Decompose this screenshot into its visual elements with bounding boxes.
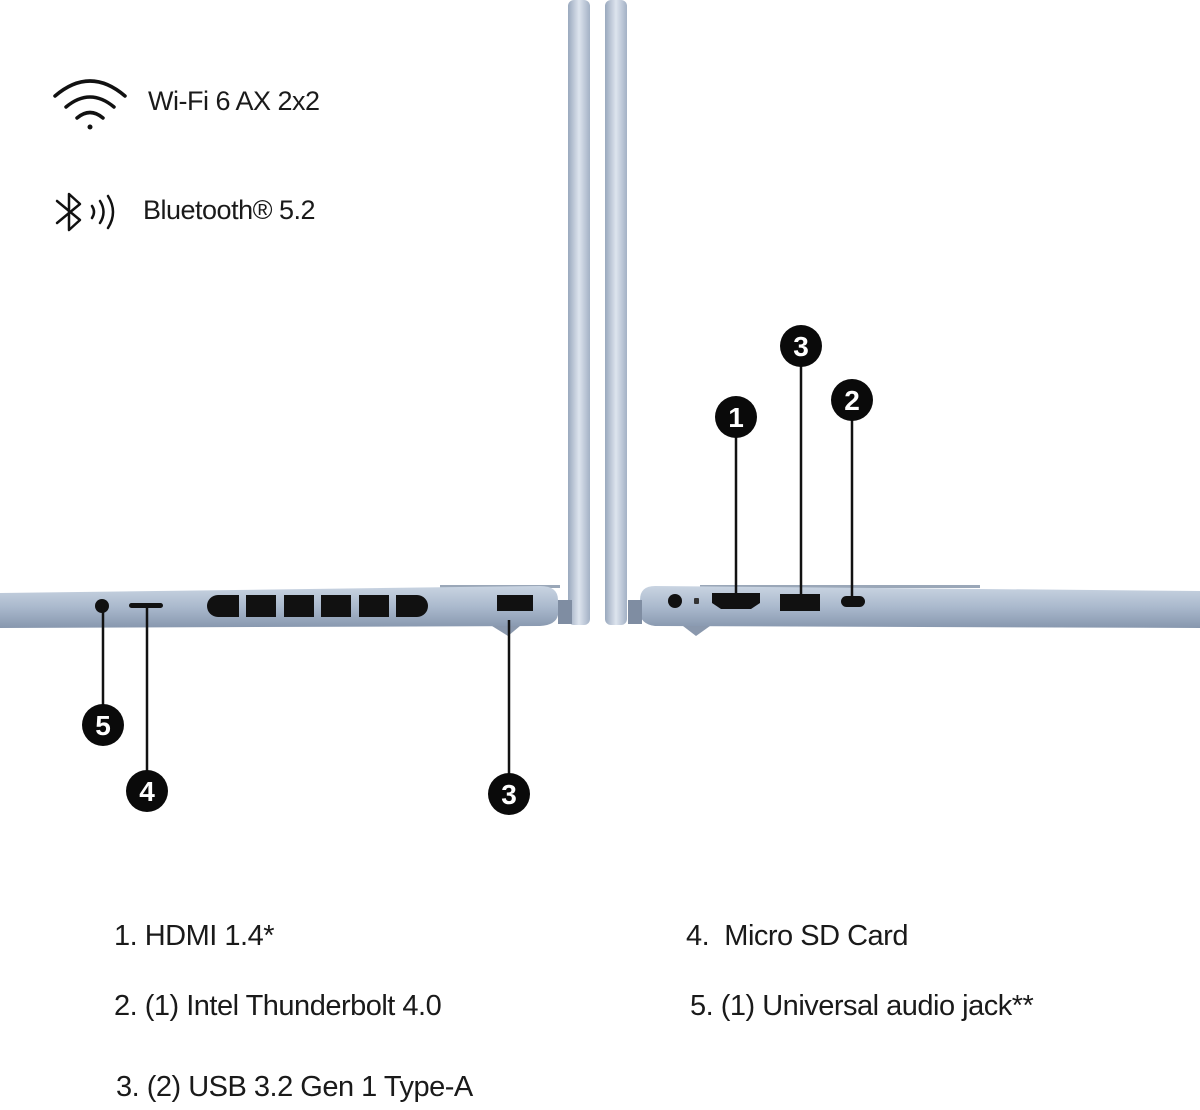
callout-usb-right: 3 — [780, 325, 822, 367]
legend-item-usb: 3. (2) USB 3.2 Gen 1 Type-A — [116, 1071, 473, 1103]
callout-usb-left: 3 — [488, 773, 530, 815]
legend-item-hdmi: 1. HDMI 1.4* — [114, 920, 275, 952]
svg-text:1: 1 — [728, 402, 744, 433]
svg-text:3: 3 — [501, 779, 517, 810]
leader-lines — [101, 346, 854, 794]
left-laptop-side — [0, 0, 590, 636]
callout-audio: 5 — [82, 704, 124, 746]
left-usb-a-port — [497, 595, 533, 611]
micro-sd-slot — [129, 603, 163, 608]
svg-text:2: 2 — [844, 385, 860, 416]
svg-text:4: 4 — [139, 776, 155, 807]
bluetooth-icon — [55, 192, 115, 232]
svg-text:3: 3 — [793, 331, 809, 362]
thunderbolt-port — [841, 596, 865, 607]
legend-item-sd: 4. Micro SD Card — [686, 920, 908, 952]
svg-text:5: 5 — [95, 710, 111, 741]
wifi-icon — [53, 79, 127, 130]
callout-sd: 4 — [126, 770, 168, 812]
wifi-label: Wi-Fi 6 AX 2x2 — [148, 86, 320, 116]
legend-item-thunderbolt: 2. (1) Intel Thunderbolt 4.0 — [114, 990, 442, 1022]
bluetooth-label: Bluetooth® 5.2 — [143, 195, 316, 225]
right-usb-a-port — [780, 594, 820, 611]
hdmi-port — [712, 593, 760, 609]
callout-hdmi: 1 — [715, 396, 757, 438]
vent-grille — [207, 595, 428, 617]
right-lid — [605, 0, 627, 625]
legend-item-audio: 5. (1) Universal audio jack** — [690, 990, 1034, 1022]
left-chassis — [0, 586, 558, 628]
left-lid — [568, 0, 590, 625]
callout-thunderbolt: 2 — [831, 379, 873, 421]
power-port — [668, 594, 682, 608]
right-laptop-side — [605, 0, 1200, 636]
